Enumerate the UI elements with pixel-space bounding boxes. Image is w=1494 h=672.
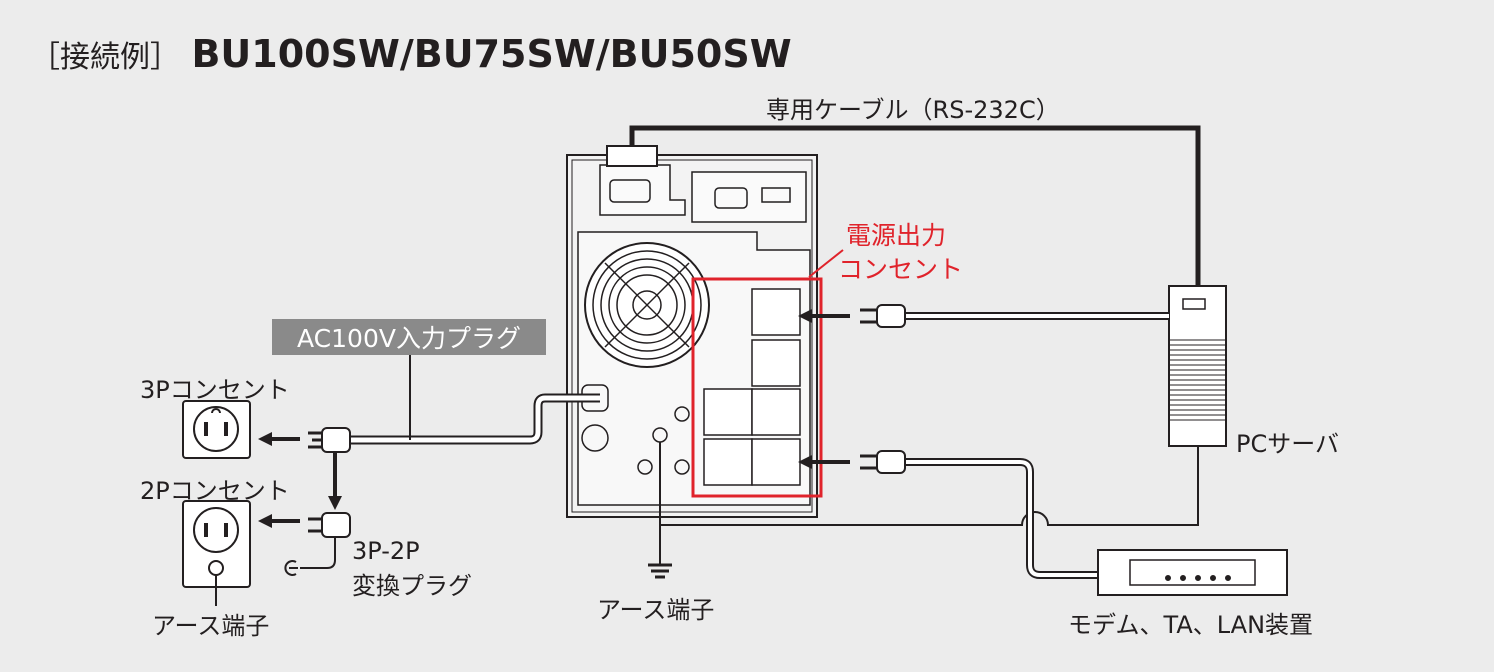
modem-device (1097, 549, 1288, 596)
title-prefix: ［接続例］ (30, 40, 180, 75)
adapter-label-1: 3P-2P (352, 537, 420, 565)
serial-port-2 (714, 187, 748, 209)
output-outlets (703, 288, 801, 486)
title-models: BU100SW/BU75SW/BU50SW (191, 32, 792, 76)
serial-port (609, 179, 651, 203)
cooling-fan (584, 242, 710, 368)
3p-wall-outlet (182, 400, 251, 459)
cable-connector (606, 145, 658, 167)
breaker (581, 424, 609, 452)
adapter-label-2: 変換プラグ (352, 572, 472, 600)
output-outlet-highlight (691, 277, 823, 498)
modem-plug (876, 450, 906, 474)
output-outlet-label-2: コンセント (838, 255, 964, 284)
rs232c-cable (629, 125, 1201, 288)
2p-outlet-label: 2Pコンセント (140, 477, 290, 505)
3p-plug (321, 427, 351, 453)
pc-server-label: PCサーバ (1236, 430, 1339, 458)
output-outlet-label-1: 電源出力 (846, 221, 947, 250)
earth-terminal-label-center: アース端子 (597, 596, 715, 624)
adapter-plug (321, 512, 351, 538)
modem-label: モデム、TA、LAN装置 (1068, 611, 1314, 639)
rs232c-cable-label: 専用ケーブル（RS-232C） (766, 96, 1060, 124)
pc-plug (876, 304, 906, 328)
diagram-title: ［接続例］ BU100SW/BU75SW/BU50SW (30, 32, 792, 76)
earth-terminal-label-left: アース端子 (152, 612, 270, 640)
3p-outlet-label: 3Pコンセント (140, 376, 290, 404)
input-plug-tag: AC100V入力プラグ (272, 319, 546, 355)
pc-server (1168, 285, 1227, 447)
output-outlet-label: 電源出力 (846, 222, 946, 250)
2p-wall-outlet (182, 500, 251, 606)
dip-switch (761, 187, 791, 203)
